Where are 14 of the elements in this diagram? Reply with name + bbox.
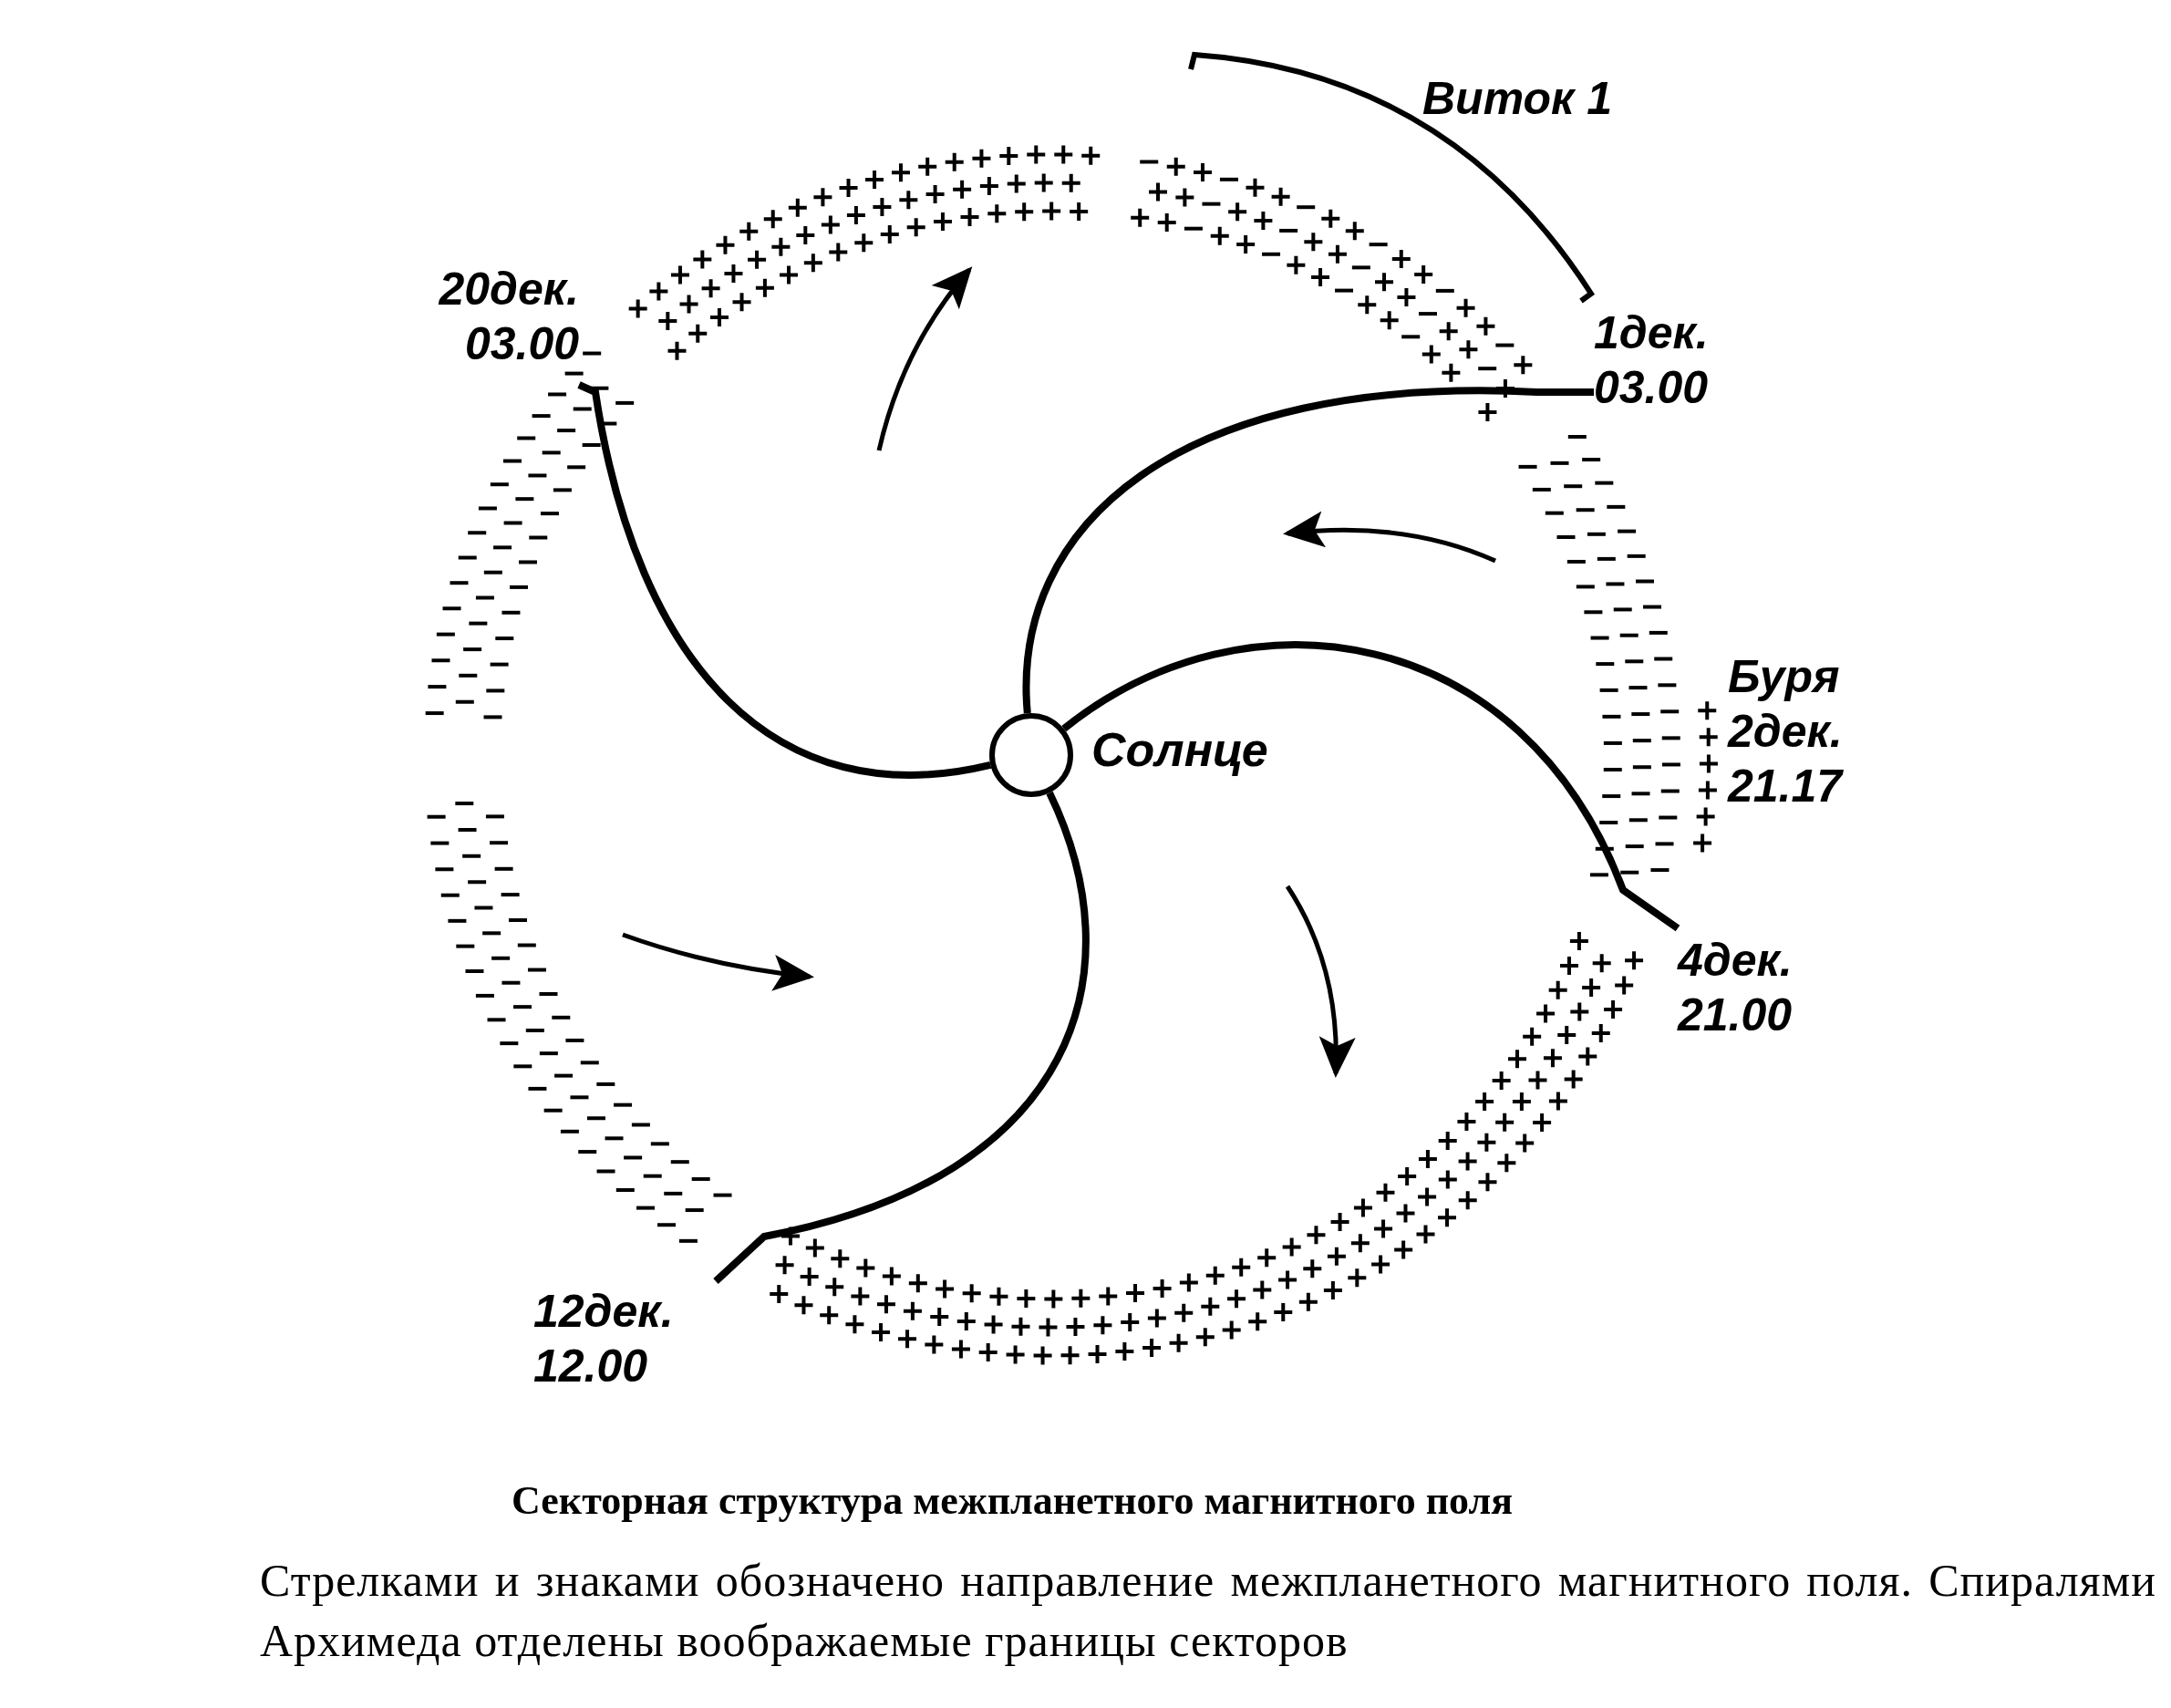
figure-caption: Стрелками и знаками обозначено направление межпланетного магнитного поля. Спиралями Архимеда отделены воображаемые границы секторов <box>260 1554 2156 1668</box>
date-label: 12дек. <box>533 1284 674 1339</box>
date-label: 12.00 <box>533 1339 648 1393</box>
date-label: 1дек. <box>1594 306 1709 360</box>
sector-boundary-spiral <box>577 381 991 779</box>
annotation-label: Виток 1 <box>1422 72 1614 126</box>
date-label: 20дек. <box>439 263 579 316</box>
date-label: 21.00 <box>1678 989 1793 1042</box>
annotation-label: Буря 2дек. 21.17 <box>1728 650 1845 813</box>
sector-boundary-spiral <box>1061 642 1680 932</box>
date-label: 4дек. <box>1678 934 1793 988</box>
date-label: 03.00 <box>1594 361 1709 415</box>
date-label: 03.00 <box>464 317 579 371</box>
figure-title: Секторная структура межпланетного магнитного поля <box>511 1477 1514 1525</box>
